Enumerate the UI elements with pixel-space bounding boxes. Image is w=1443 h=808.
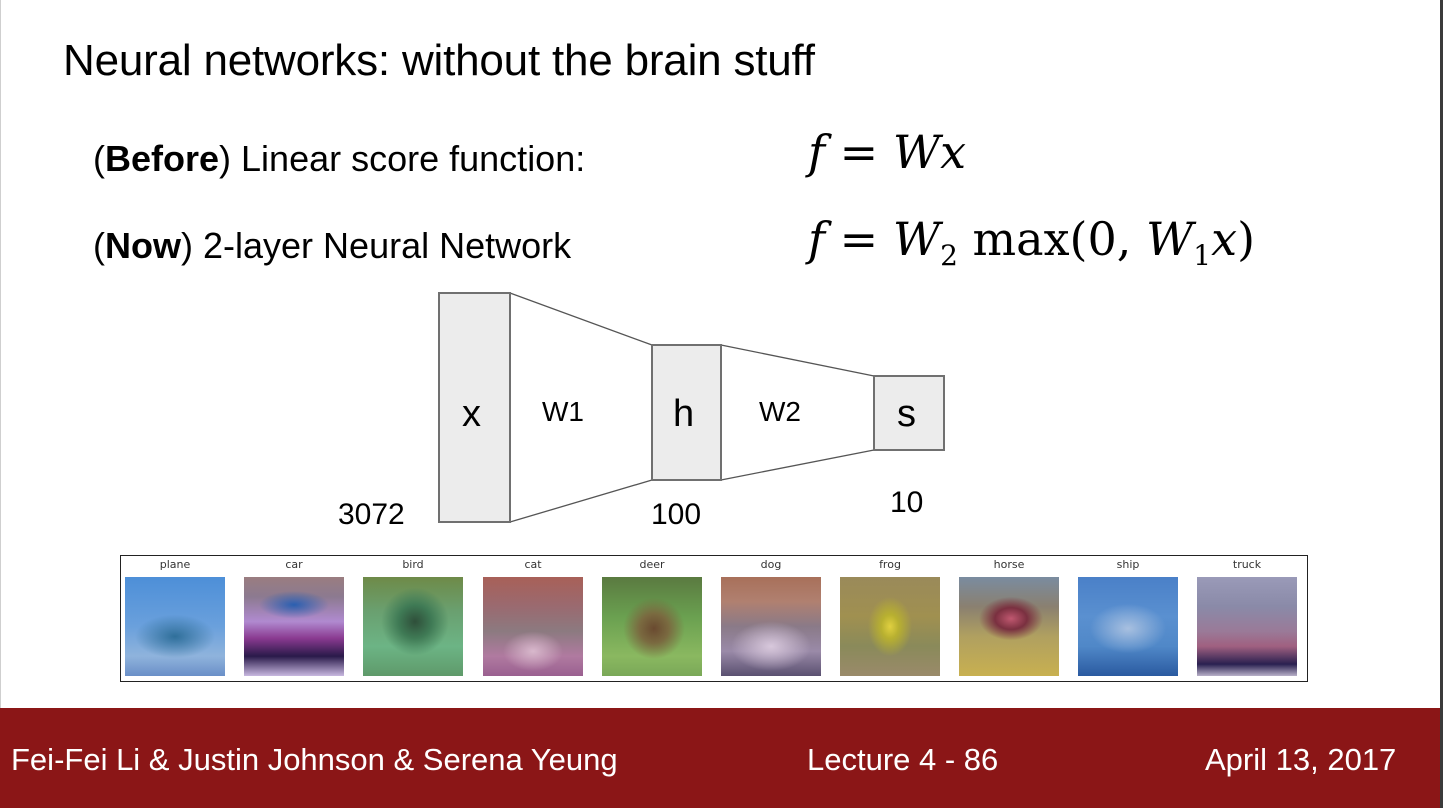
class-template-strip: plane car bird cat deer dog frog horse s… [120, 555, 1308, 682]
weight-w2-label: W2 [759, 396, 801, 427]
edge-h-s-top [720, 344, 875, 377]
linear-equation: f = Wx [808, 125, 966, 179]
network-diagram-shapes [438, 292, 945, 523]
eq-W2-sub: 2 [940, 239, 958, 272]
paren-close: ) [181, 225, 193, 266]
template-label: cat [524, 558, 542, 571]
footer-lecture-number: Lecture 4 - 86 [807, 742, 999, 777]
footer-authors: Fei-Fei Li & Justin Johnson & Serena Yeu… [11, 742, 618, 777]
template-horse: horse [957, 556, 1061, 681]
before-text: Linear score function: [231, 138, 586, 179]
two-layer-equation: f = W2 max(0, W1x) [808, 212, 1255, 272]
node-x-label: x [462, 393, 481, 435]
dim-s-label: 10 [890, 486, 924, 519]
template-image [483, 577, 583, 676]
window-right-edge [1440, 0, 1443, 808]
paren-close: ) [219, 138, 232, 179]
eq-W: W [892, 125, 941, 179]
eq-x: x [940, 125, 967, 179]
slide-footer: Fei-Fei Li & Justin Johnson & Serena Yeu… [0, 708, 1440, 808]
now-line: (Now) 2-layer Neural Network [93, 225, 571, 267]
template-dog: dog [719, 556, 823, 681]
node-x-box [438, 292, 511, 523]
eq-W1: W [1146, 212, 1194, 266]
eq-W2: W [892, 212, 941, 266]
eq-W1-sub: 1 [1193, 239, 1212, 272]
node-h-label: h [673, 393, 695, 435]
template-plane: plane [123, 556, 227, 681]
footer-date: April 13, 2017 [1205, 742, 1397, 777]
eq-x: x [1211, 212, 1238, 266]
node-h-box [651, 344, 722, 481]
template-label: car [285, 558, 303, 571]
template-image [1078, 577, 1178, 676]
edge-h-s-bottom [720, 449, 875, 481]
now-text: 2-layer Neural Network [193, 225, 572, 266]
template-image [721, 577, 821, 676]
template-label: ship [1116, 558, 1140, 571]
eq-close: ) [1237, 212, 1256, 266]
template-ship: ship [1076, 556, 1180, 681]
edge-x-h-top [509, 292, 653, 346]
template-cat: cat [481, 556, 585, 681]
template-label: frog [879, 558, 901, 571]
node-s-box [873, 375, 945, 451]
template-image [1197, 577, 1297, 676]
template-label: dog [760, 558, 782, 571]
template-label: truck [1232, 558, 1262, 571]
eq-equals: = [825, 212, 893, 266]
template-car: car [242, 556, 346, 681]
template-truck: truck [1195, 556, 1299, 681]
eq-f: f [808, 125, 826, 179]
template-label: horse [993, 558, 1025, 571]
edge-x-h-bottom [509, 479, 653, 523]
template-image [602, 577, 702, 676]
template-image [959, 577, 1059, 676]
slide-title: Neural networks: without the brain stuff [63, 36, 815, 85]
dim-h-label: 100 [651, 498, 702, 531]
slide-left-border [0, 0, 1, 708]
template-label: bird [402, 558, 424, 571]
before-tag: Before [105, 138, 220, 179]
dim-x-label: 3072 [338, 498, 405, 531]
now-tag: Now [105, 225, 181, 266]
template-image [125, 577, 225, 676]
network-diagram: x h s W1 W2 3072 100 10 [338, 292, 945, 531]
weight-w1-label: W1 [542, 396, 584, 427]
eq-equals: = [825, 125, 893, 179]
template-image [840, 577, 940, 676]
paren-open: ( [93, 138, 105, 179]
eq-f: f [808, 212, 826, 266]
template-deer: deer [600, 556, 704, 681]
template-image [363, 577, 463, 676]
eq-max: max(0, [957, 212, 1147, 266]
template-image [244, 577, 344, 676]
before-line: (Before) Linear score function: [93, 138, 585, 180]
node-s-label: s [897, 393, 916, 435]
template-label: plane [159, 558, 191, 571]
template-bird: bird [361, 556, 465, 681]
paren-open: ( [93, 225, 105, 266]
template-frog: frog [838, 556, 942, 681]
template-label: deer [639, 558, 665, 571]
